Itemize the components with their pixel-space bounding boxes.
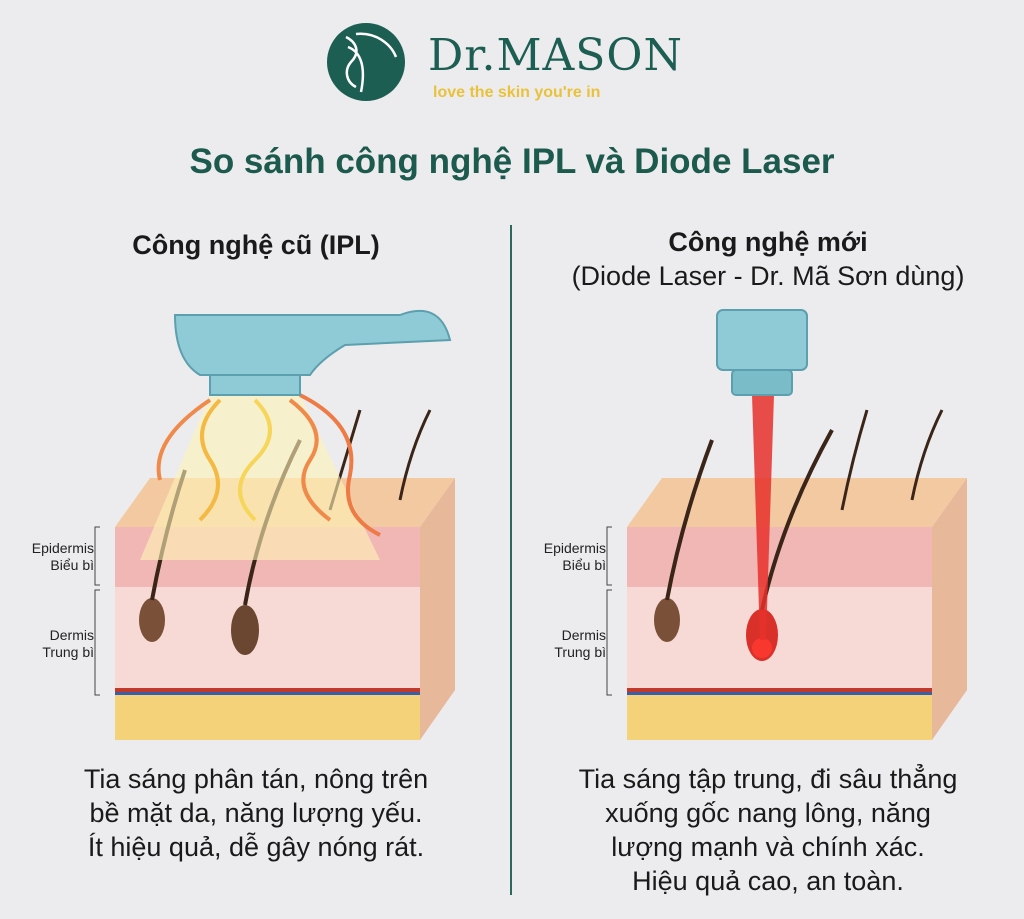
logo-horse-icon [327, 23, 405, 101]
right-heading: Công nghệ mới [668, 227, 868, 257]
right-subheading: (Diode Laser - Dr. Mã Sơn dùng) [571, 261, 965, 291]
diode-handpiece [716, 309, 808, 396]
ipl-skin-diagram [94, 310, 455, 740]
diode-skin-diagram [606, 309, 967, 740]
divider [510, 225, 512, 895]
left-heading: Công nghệ cũ (IPL) [132, 230, 380, 260]
skin-block [627, 478, 967, 740]
laser-beam [752, 395, 774, 640]
scattered-light-beams [140, 393, 381, 560]
layer-bracket [94, 526, 100, 696]
page-title: So sánh công nghệ IPL và Diode Laser [189, 142, 835, 181]
ipl-handpiece [173, 310, 452, 396]
brand-tagline: love the skin you're in [433, 84, 601, 101]
brand-name: Dr.MASON [428, 30, 684, 81]
